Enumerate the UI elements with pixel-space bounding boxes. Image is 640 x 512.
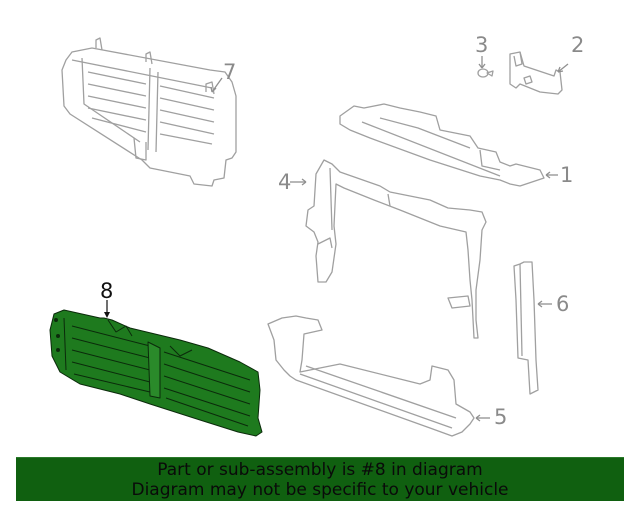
part-5-lower-tie-bar[interactable] bbox=[267, 315, 475, 437]
part-4-radiator-support[interactable] bbox=[305, 159, 487, 339]
callout-3: 3 bbox=[475, 33, 489, 57]
part-8-active-grille-shutter[interactable] bbox=[49, 309, 263, 437]
callout-7: 7 bbox=[223, 60, 237, 84]
callout-1: 1 bbox=[560, 163, 574, 187]
callout-8: 8 bbox=[100, 279, 114, 303]
callout-4: 4 bbox=[278, 170, 292, 194]
part-1-upper-tie-bar[interactable] bbox=[339, 103, 545, 187]
notice-banner: Part or sub-assembly is #8 in diagram Di… bbox=[16, 457, 624, 501]
part-7-shutter-assembly[interactable] bbox=[61, 37, 237, 187]
part-3-push-pin[interactable] bbox=[477, 68, 494, 78]
banner-line-part-number: Part or sub-assembly is #8 in diagram bbox=[157, 460, 483, 480]
callout-6: 6 bbox=[556, 292, 570, 316]
banner-line-disclaimer: Diagram may not be specific to your vehi… bbox=[131, 480, 509, 500]
part-2-bracket[interactable] bbox=[509, 51, 563, 95]
callout-2: 2 bbox=[571, 33, 585, 57]
callout-5: 5 bbox=[494, 405, 508, 429]
part-6-side-baffle[interactable] bbox=[513, 261, 539, 395]
